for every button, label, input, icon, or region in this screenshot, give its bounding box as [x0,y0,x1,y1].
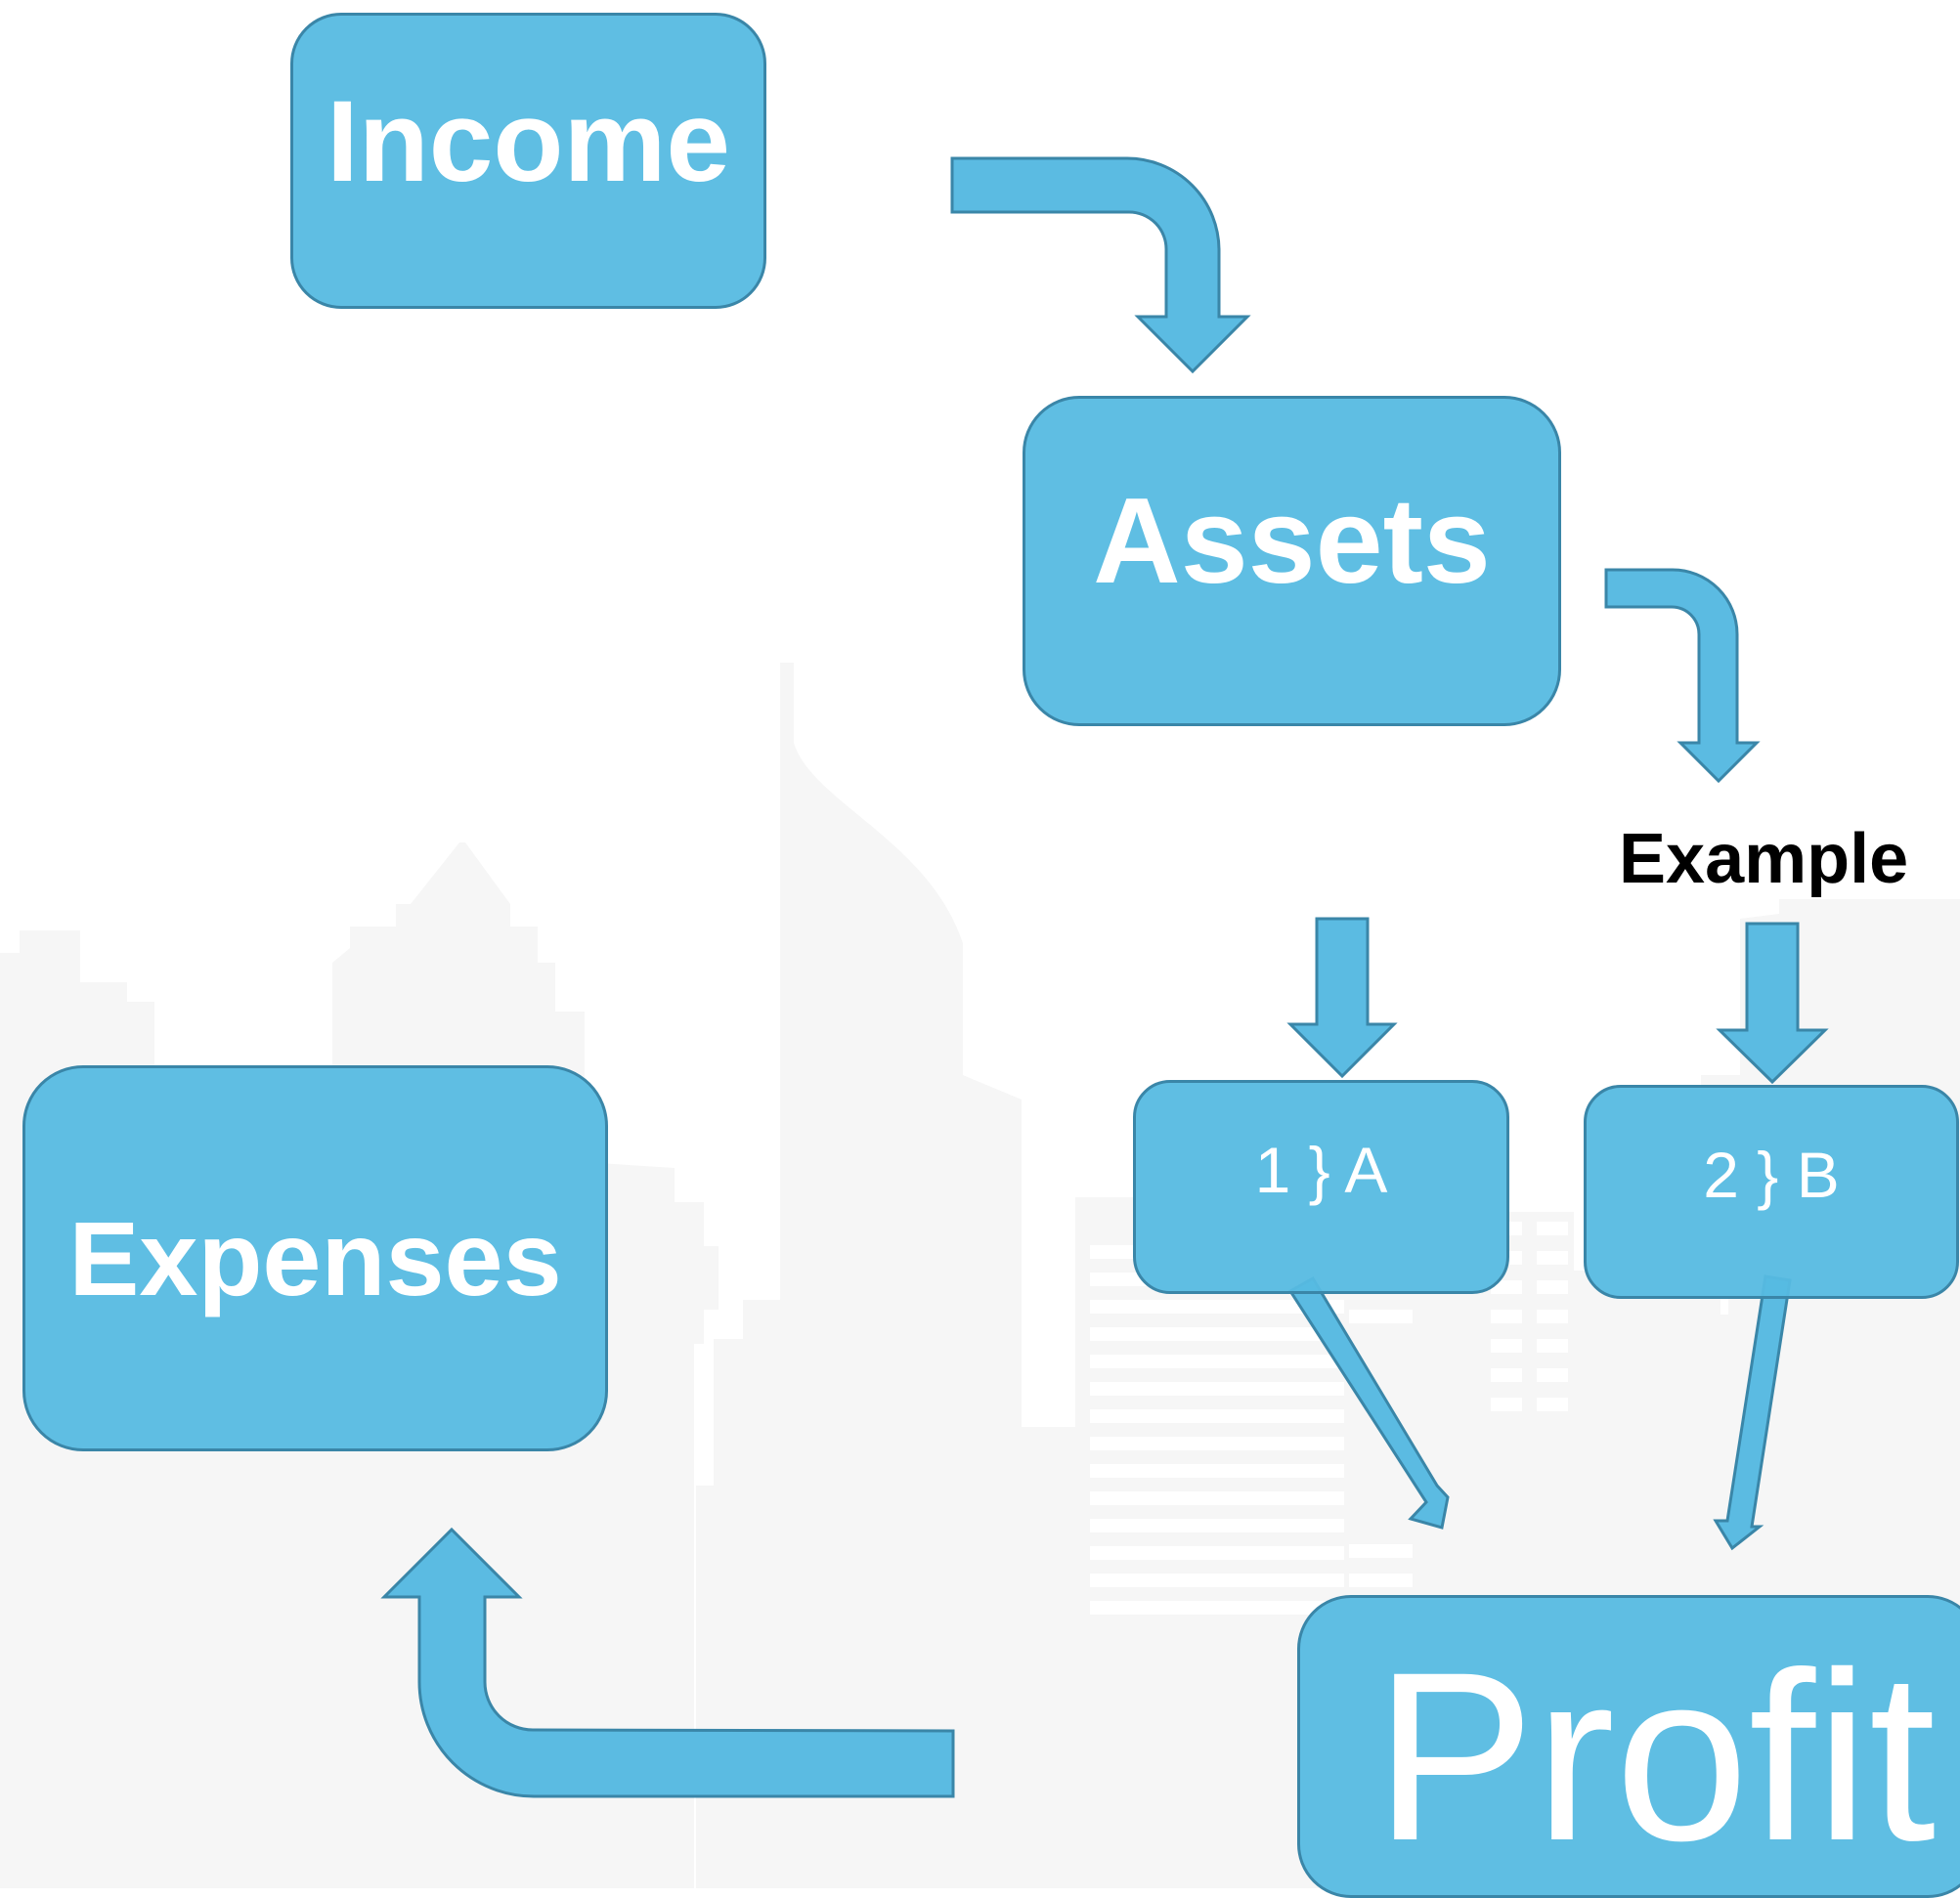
arrow-profit-to-expenses [380,1527,955,1798]
skyline-tower [696,663,1022,1888]
expenses-node: Expenses [22,1065,608,1451]
option-a-label: 1 } A [1254,1133,1388,1206]
arrow-assets-to-example [1604,568,1761,784]
example-label: Example [1619,820,1909,898]
arrow-a-to-profit [1287,1275,1450,1530]
arrow-b-to-profit [1713,1274,1792,1551]
profit-node: Profit [1297,1595,1960,1898]
assets-node: Assets [1023,396,1561,726]
profit-label: Profit [1374,1621,1937,1891]
arrow-down-to-a [1286,917,1398,1079]
option-b-node: 2 } B [1584,1085,1959,1299]
income-label: Income [326,76,731,206]
option-b-label: 2 } B [1703,1138,1840,1211]
expenses-label: Expenses [68,1199,562,1317]
assets-label: Assets [1093,474,1491,609]
arrow-income-to-assets [950,156,1251,374]
arrow-down-to-b [1716,922,1829,1085]
income-node: Income [290,13,766,309]
option-a-node: 1 } A [1133,1080,1509,1294]
